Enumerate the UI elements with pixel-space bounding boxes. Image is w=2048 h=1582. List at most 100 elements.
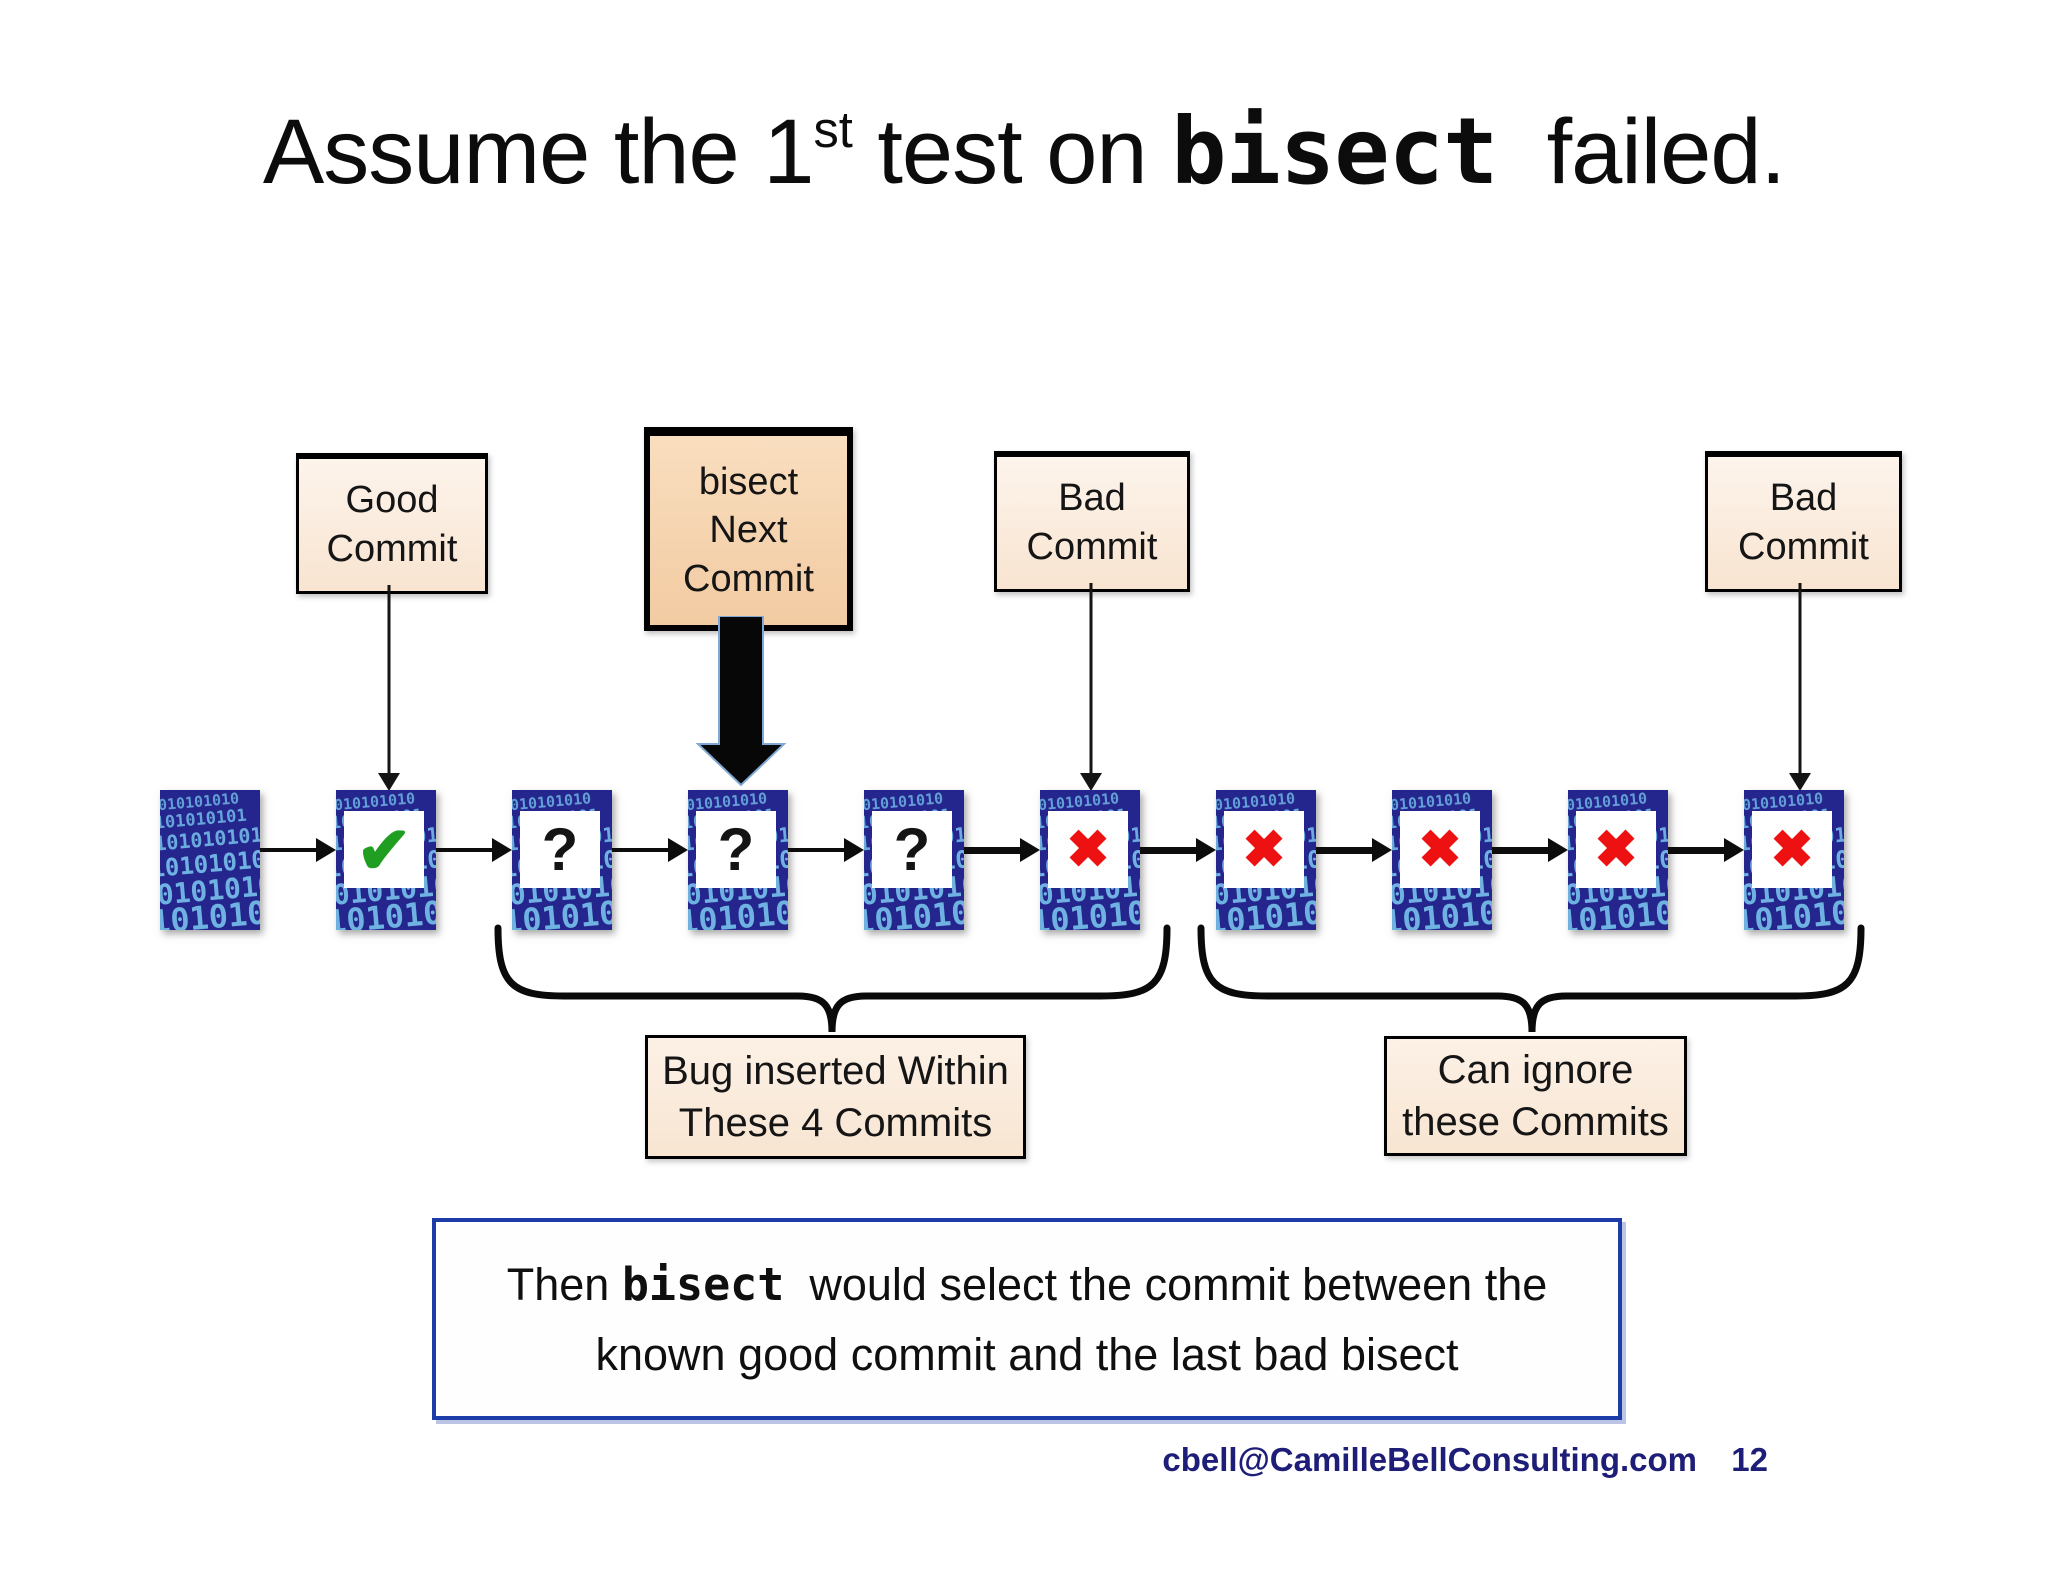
arrow-head-icon xyxy=(1789,773,1811,791)
commit-status-overlay: ✖ xyxy=(1400,811,1480,888)
arrow-head-icon xyxy=(1080,773,1102,791)
commit-status-overlay: ✖ xyxy=(1752,811,1832,888)
commit-tile: ✔ xyxy=(336,790,436,930)
commit-status-icon: ✖ xyxy=(1770,820,1814,879)
commit-status-icon: ✔ xyxy=(356,812,412,887)
arrow-head-icon xyxy=(1548,838,1568,862)
label-line: Commit xyxy=(1738,526,1869,568)
commit-status-overlay: ✖ xyxy=(1048,811,1128,888)
arrow-head-icon xyxy=(668,838,688,862)
commit-link-arrow xyxy=(1316,838,1392,862)
commit-status-icon: ✖ xyxy=(1242,820,1286,879)
commit-status-icon: ✖ xyxy=(1066,820,1110,879)
left-brace xyxy=(494,924,1171,1033)
label-line: These 4 Commits xyxy=(678,1101,993,1145)
right-brace xyxy=(1197,924,1865,1033)
commit-status-icon: ✖ xyxy=(1418,820,1462,879)
commit-status-icon: ? xyxy=(893,815,931,883)
arrow-shaft xyxy=(1668,846,1724,854)
footer-page-number: 12 xyxy=(1731,1441,1768,1478)
label-line: Bad xyxy=(1058,477,1126,520)
commit-link-arrow xyxy=(436,838,512,862)
arrow-shaft xyxy=(1798,583,1802,779)
bug-inserted-label-box: Bug inserted Within These 4 Commits xyxy=(645,1035,1026,1159)
title-middle: test on xyxy=(852,101,1172,203)
arrow-head-icon xyxy=(844,838,864,862)
binary-code-image xyxy=(160,790,260,930)
commit-link-arrow xyxy=(1668,838,1744,862)
good-commit-label-box: Good Commit xyxy=(296,453,488,594)
arrow-shaft xyxy=(964,846,1020,854)
label-line: Commit xyxy=(683,557,814,600)
commit-status-icon: ✖ xyxy=(1594,820,1638,879)
label-line: Bad xyxy=(1769,477,1838,520)
title-bisect-code: bisect xyxy=(1171,98,1498,205)
title-prefix: Assume the 1 xyxy=(262,101,815,203)
arrow-shaft xyxy=(436,848,492,852)
commit-status-overlay: ✖ xyxy=(1576,811,1656,888)
title-superscript: st xyxy=(813,101,853,159)
commit-link-arrow xyxy=(612,838,688,862)
bad-commit-label-box-2: Bad Commit xyxy=(1705,451,1902,592)
good-commit-arrow xyxy=(378,585,400,791)
commit-status-icon: ? xyxy=(717,815,755,883)
commit-status-overlay: ? xyxy=(696,811,776,888)
footer-email: cbell@CamilleBellConsulting.com xyxy=(1162,1441,1697,1478)
bad-commit-arrow-1 xyxy=(1080,583,1102,791)
commit-tile: ? xyxy=(512,790,612,930)
label-line: Bug inserted Within xyxy=(662,1049,1009,1093)
commit-status-overlay: ? xyxy=(872,811,952,888)
commit-status-overlay: ? xyxy=(520,811,600,888)
commit-tile: ? xyxy=(688,790,788,930)
can-ignore-label-box: Can ignore these Commits xyxy=(1384,1036,1687,1156)
commit-status-icon: ? xyxy=(541,815,579,883)
commit-link-arrow xyxy=(1140,838,1216,862)
arrow-shaft xyxy=(260,848,316,852)
page-title: Assume the 1st test on bisect failed. xyxy=(0,98,2048,205)
bad-commit-arrow-2 xyxy=(1789,583,1811,791)
conclusion-line-1: Then bisect would select the commit betw… xyxy=(436,1250,1618,1320)
commit-link-arrow xyxy=(788,838,864,862)
arrow-head-icon xyxy=(1020,838,1040,862)
commit-tile: ? xyxy=(864,790,964,930)
commit-link-arrow xyxy=(260,838,336,862)
arrow-head-icon xyxy=(316,838,336,862)
commit-tile xyxy=(160,790,260,930)
arrow-shaft xyxy=(1140,846,1196,854)
label-line: Commit xyxy=(1026,526,1158,568)
conclusion-box: Then bisect would select the commit betw… xyxy=(432,1218,1622,1420)
label-line: Can ignore xyxy=(1437,1048,1634,1092)
label-line: Good xyxy=(345,479,439,522)
commit-tile: ✖ xyxy=(1392,790,1492,930)
arrow-shaft xyxy=(612,848,668,852)
commit-status-overlay: ✔ xyxy=(344,811,424,888)
conclusion-pre: Then xyxy=(506,1259,622,1310)
arrow-head-icon xyxy=(492,838,512,862)
commit-link-arrow xyxy=(1492,838,1568,862)
bad-commit-label-box-1: Bad Commit xyxy=(994,451,1190,592)
commit-link-arrow xyxy=(964,838,1040,862)
label-line: bisect xyxy=(698,460,799,503)
label-line: Next xyxy=(709,509,788,552)
arrow-shaft xyxy=(1492,846,1548,854)
arrow-shaft xyxy=(1316,846,1372,854)
arrow-shaft xyxy=(1089,583,1093,779)
label-line: Commit xyxy=(326,528,458,570)
bisect-next-commit-label-box: bisect Next Commit xyxy=(644,427,853,631)
commit-status-overlay: ✖ xyxy=(1224,811,1304,888)
conclusion-line-2: known good commit and the last bad bisec… xyxy=(595,1328,1459,1380)
bisect-thick-arrow-icon xyxy=(695,616,787,787)
commit-tile: ✖ xyxy=(1568,790,1668,930)
commit-tile: ✖ xyxy=(1216,790,1316,930)
arrow-head-icon xyxy=(1372,838,1392,862)
title-suffix: failed. xyxy=(1497,101,1787,203)
commit-tile: ✖ xyxy=(1040,790,1140,930)
conclusion-bisect-code: bisect xyxy=(621,1258,785,1311)
commit-tile: ✖ xyxy=(1744,790,1844,930)
conclusion-post: would select the commit between the xyxy=(784,1259,1548,1310)
arrow-shaft xyxy=(788,848,844,852)
arrow-head-icon xyxy=(1196,838,1216,862)
arrow-head-icon xyxy=(1724,838,1744,862)
label-line: these Commits xyxy=(1402,1100,1669,1144)
